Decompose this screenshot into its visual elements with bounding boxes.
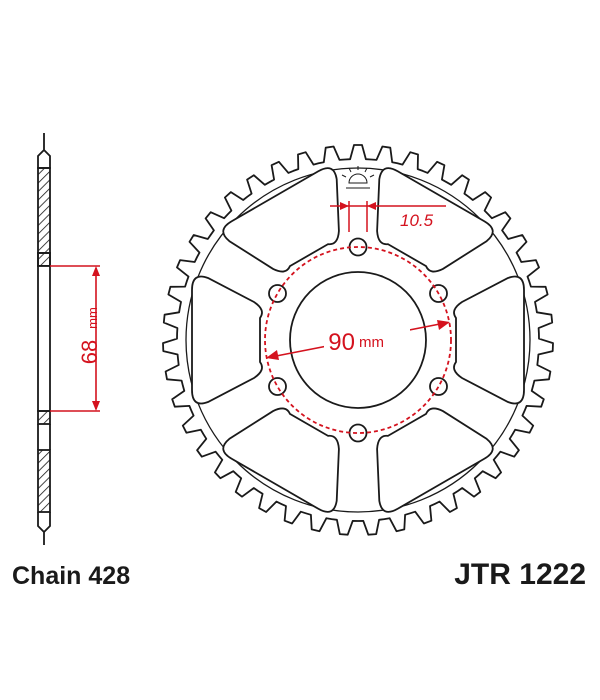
- chain-size-label: Chain 428: [12, 562, 131, 590]
- lightening-hole: [376, 407, 494, 513]
- profile-web: [37, 265, 51, 412]
- bolt-hole: [348, 423, 368, 443]
- bolt-holes: [268, 237, 448, 443]
- bolt-hole: [268, 284, 287, 303]
- part-number-label: JTR 1222: [454, 558, 586, 591]
- lightening-holes: [191, 167, 525, 513]
- profile-upper-hub-hatch: [37, 252, 51, 267]
- lightening-hole: [222, 407, 340, 513]
- pcd-value-text: 90: [328, 329, 355, 356]
- bolt-hole: [268, 377, 287, 396]
- profile-upper-hatch: [37, 167, 51, 254]
- profile-top-tip: [37, 133, 51, 169]
- offset-unit-text: mm: [85, 307, 100, 329]
- bolt-hole-dimension: [330, 201, 446, 232]
- profile-lower-hub-hatch: [37, 410, 51, 425]
- offset-dimension: [50, 265, 100, 412]
- pitch-circle: [264, 246, 452, 434]
- bolt-hole: [429, 377, 448, 396]
- lightening-hole: [191, 275, 263, 405]
- sun-symbol-icon: [341, 166, 375, 189]
- profile-bottom-tip: [37, 512, 51, 545]
- pcd-unit-text: mm: [359, 334, 384, 351]
- lightening-hole: [453, 275, 525, 405]
- bolt-hole-text: 10.5: [400, 211, 434, 230]
- lightening-hole: [376, 167, 494, 273]
- offset-value-text: 68: [77, 340, 102, 364]
- lightening-hole: [222, 167, 340, 273]
- side-profile: [37, 133, 51, 545]
- profile-lower-hatch: [37, 449, 51, 513]
